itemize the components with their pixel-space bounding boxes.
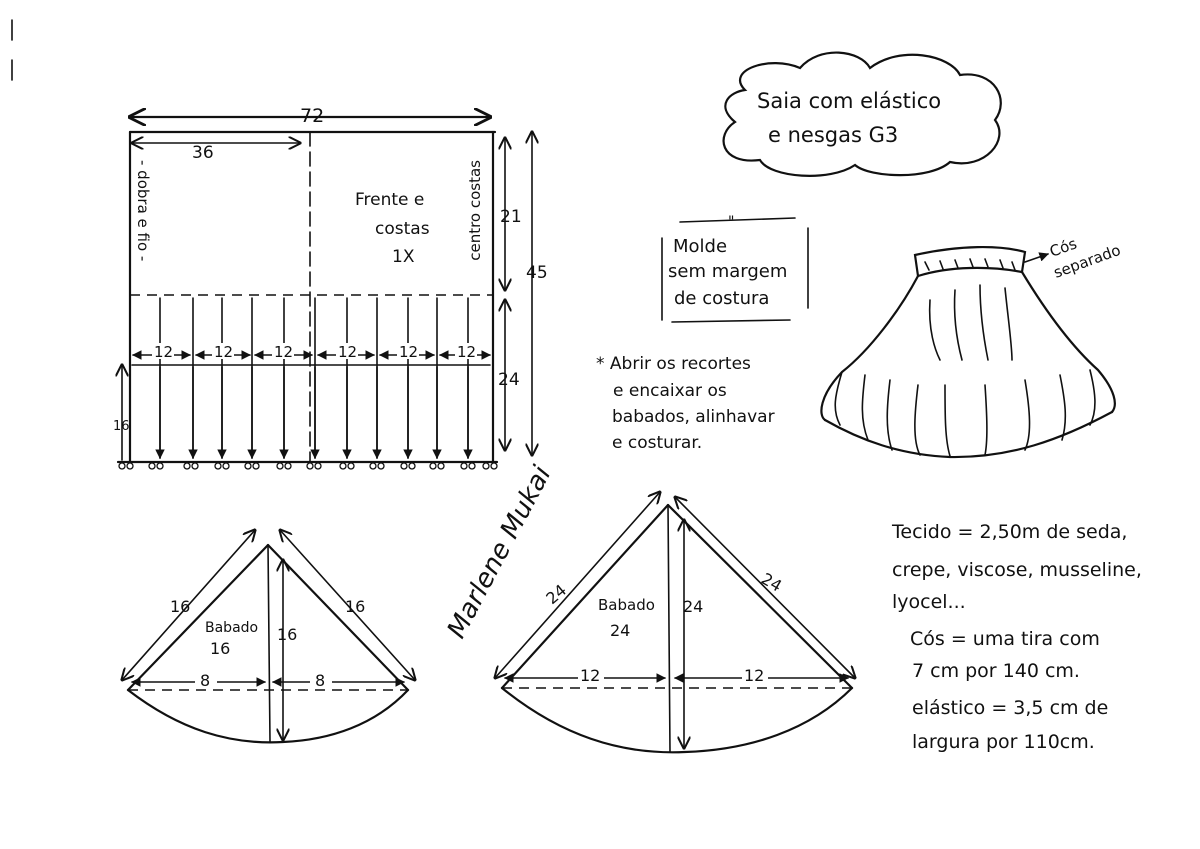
fabric-line-2: crepe, viscose, musseline, bbox=[892, 559, 1142, 581]
fold-label: - dobra e fio - bbox=[134, 160, 152, 261]
waist-line-2: 7 cm por 140 cm. bbox=[912, 660, 1080, 682]
spacing-label: 12 bbox=[399, 343, 418, 361]
total-height-label: 45 bbox=[526, 263, 548, 283]
slit-markers bbox=[131, 364, 491, 459]
piece-label-3: 1X bbox=[392, 247, 415, 267]
piece-label-2: costas bbox=[375, 219, 430, 239]
side-left: 24 bbox=[542, 580, 570, 608]
slit-spacing-dims: 12 12 12 12 12 12 bbox=[132, 343, 491, 361]
instruction-line-1: * Abrir os recortes bbox=[596, 354, 751, 374]
height-label: 24 bbox=[683, 597, 703, 616]
spacing-label: 12 bbox=[214, 343, 233, 361]
half-right: 8 bbox=[315, 671, 325, 690]
signature: Marlene Mukai bbox=[442, 461, 558, 644]
note-line-1: Molde bbox=[673, 236, 727, 257]
piece-label-1: Frente e bbox=[355, 190, 424, 210]
quote-mark: " bbox=[728, 214, 734, 230]
title-line-1: Saia com elástico bbox=[757, 89, 941, 113]
ruffle-title-2: 16 bbox=[210, 639, 230, 658]
note-box: " Molde sem margem de costura bbox=[661, 214, 809, 323]
title-cloud: Saia com elástico e nesgas G3 bbox=[722, 51, 1002, 177]
fabric-line-1: Tecido = 2,50m de seda, bbox=[891, 521, 1127, 543]
waist-line-1: Cós = uma tira com bbox=[910, 628, 1100, 650]
note-line-2: sem margem bbox=[668, 261, 787, 282]
side-right: 16 bbox=[345, 597, 365, 616]
slit-height-label: 16 bbox=[113, 419, 130, 434]
spacing-label: 12 bbox=[154, 343, 173, 361]
ruffle-title-1: Babado bbox=[205, 620, 258, 636]
spacing-label: 12 bbox=[338, 343, 357, 361]
half-left: 8 bbox=[200, 671, 210, 690]
instruction: * Abrir os recortes e encaixar os babado… bbox=[596, 354, 775, 453]
skirt-pattern: 72 36 - dobra e fio - centro costas Fren… bbox=[113, 105, 548, 470]
ruffle-title-1: Babado bbox=[598, 596, 655, 614]
lower-height-label: 24 bbox=[498, 370, 520, 390]
scissor-marks bbox=[118, 462, 498, 470]
half-left: 12 bbox=[580, 666, 600, 685]
side-left: 16 bbox=[170, 597, 190, 616]
center-label: centro costas bbox=[466, 160, 484, 261]
upper-height-label: 21 bbox=[500, 207, 522, 227]
height-label: 16 bbox=[277, 625, 297, 644]
slit-lines bbox=[159, 297, 469, 459]
instruction-line-4: e costurar. bbox=[612, 433, 702, 453]
elastic-line-2: largura por 110cm. bbox=[912, 731, 1095, 753]
half-right: 12 bbox=[744, 666, 764, 685]
spacing-label: 12 bbox=[457, 343, 476, 361]
title-line-2: e nesgas G3 bbox=[768, 123, 898, 147]
skirt-illustration: Cós separado bbox=[820, 234, 1123, 459]
fabric-line-3: lyocel... bbox=[892, 591, 966, 613]
note-line-3: de costura bbox=[674, 288, 769, 309]
half-width-label: 36 bbox=[192, 143, 214, 163]
ruffle-title-2: 24 bbox=[610, 621, 630, 640]
ruffle-24: 12 12 24 24 24 Babado 24 bbox=[495, 492, 855, 754]
instruction-line-2: e encaixar os bbox=[613, 381, 727, 401]
instruction-line-3: babados, alinhavar bbox=[612, 407, 775, 427]
width-label: 72 bbox=[300, 105, 324, 127]
elastic-line-1: elástico = 3,5 cm de bbox=[912, 697, 1108, 719]
spacing-label: 12 bbox=[274, 343, 293, 361]
materials: Tecido = 2,50m de seda, crepe, viscose, … bbox=[891, 521, 1142, 753]
ruffle-16: 8 8 16 16 16 Babado 16 bbox=[122, 530, 415, 744]
side-right: 24 bbox=[758, 569, 785, 596]
